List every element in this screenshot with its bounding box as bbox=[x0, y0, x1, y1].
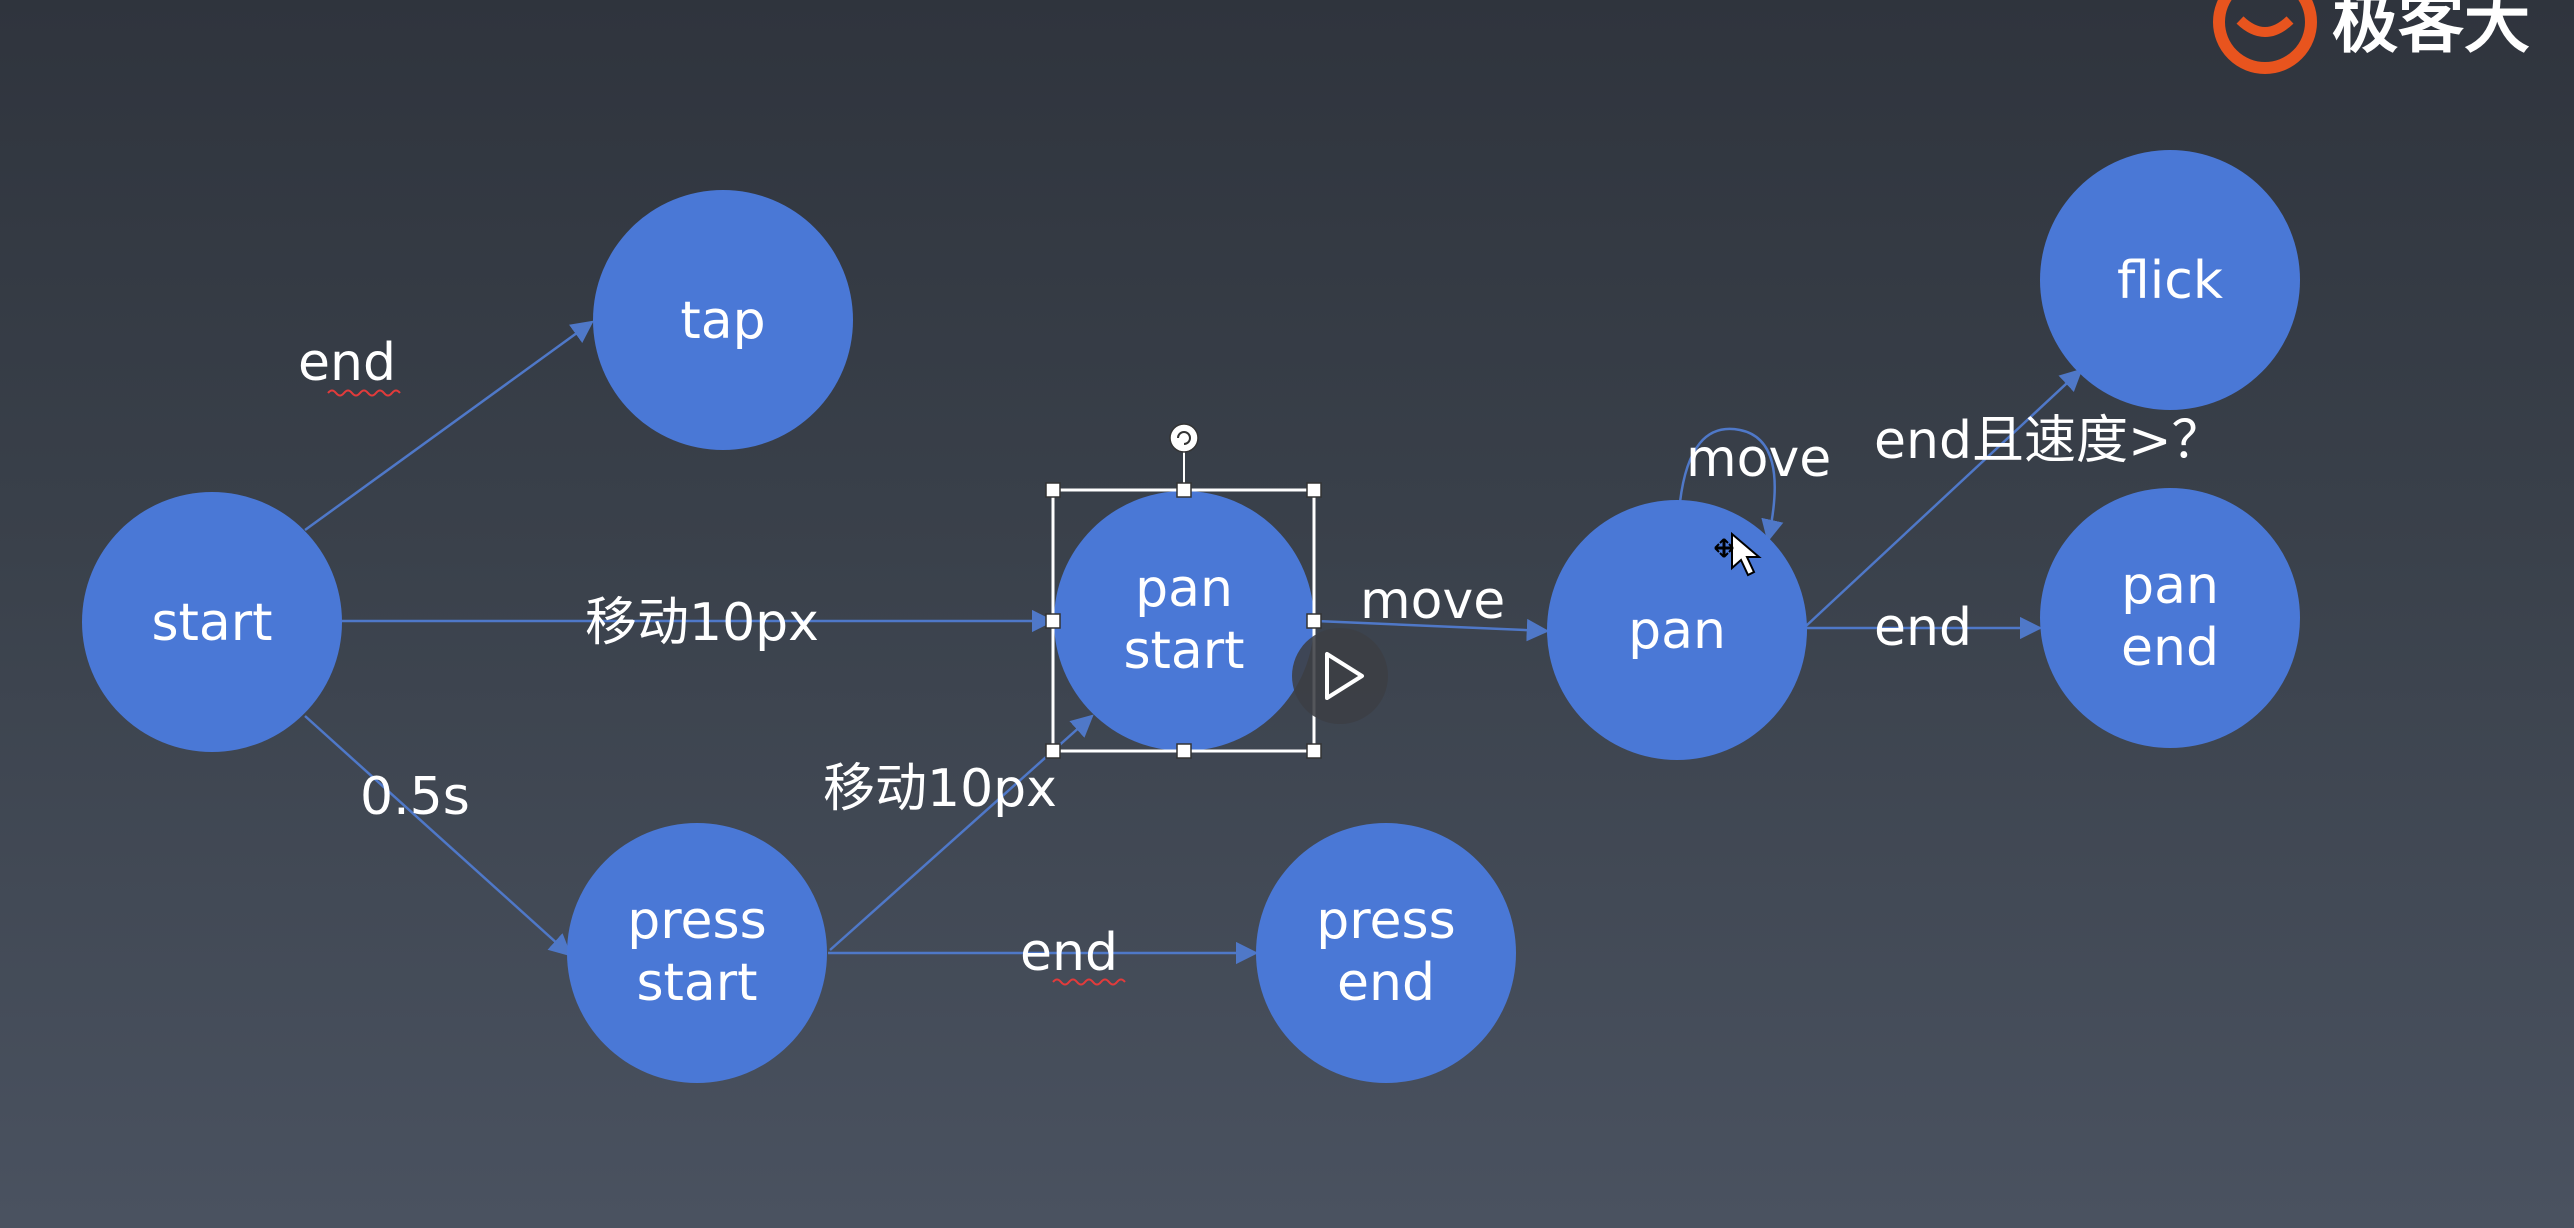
node-label-flick: flick bbox=[2117, 251, 2223, 311]
node-press-start: press start bbox=[567, 823, 827, 1083]
node-label-press-start-line1: press bbox=[627, 891, 766, 951]
resize-handle-nw[interactable] bbox=[1045, 482, 1061, 498]
edge-label-start-pressstart: 0.5s bbox=[360, 767, 470, 827]
edge-pan-self bbox=[1678, 427, 1784, 543]
edge-panstart-pan bbox=[1315, 618, 1550, 642]
edge-pan-flick bbox=[1805, 368, 2083, 627]
edge-label-pan-panend: end bbox=[1874, 598, 1972, 658]
node-label-press-start-line2: start bbox=[636, 953, 757, 1013]
node-press-end: press end bbox=[1256, 823, 1516, 1083]
edge-label-start-tap: end bbox=[298, 333, 396, 393]
edge-label-pan-flick: end且速度>？ bbox=[1874, 411, 2224, 471]
node-label-pan: pan bbox=[1628, 601, 1726, 661]
node-label-press-end-line1: press bbox=[1316, 891, 1455, 951]
spellcheck-underline bbox=[327, 389, 401, 397]
resize-handle-sw[interactable] bbox=[1045, 743, 1061, 759]
node-label-pan-end-line2: end bbox=[2121, 618, 2219, 678]
node-label-start: start bbox=[151, 593, 272, 653]
spellcheck-underline bbox=[1052, 978, 1126, 986]
node-pan-start[interactable]: pan start bbox=[1054, 491, 1314, 751]
node-pan: pan bbox=[1547, 500, 1807, 760]
selection-box[interactable] bbox=[1045, 423, 1322, 759]
resize-handle-e[interactable] bbox=[1306, 613, 1322, 629]
node-start: start bbox=[82, 492, 342, 752]
node-flick: flick bbox=[2040, 150, 2300, 410]
node-label-pan-start-line1: pan bbox=[1135, 559, 1233, 619]
edge-start-pressstart bbox=[304, 715, 572, 957]
resize-handle-se[interactable] bbox=[1306, 743, 1322, 759]
node-pan-end: pan end bbox=[2040, 488, 2300, 748]
edge-label-pan-self: move bbox=[1686, 429, 1831, 489]
logo-text: 极客大 bbox=[2332, 0, 2530, 62]
resize-handle-ne[interactable] bbox=[1306, 482, 1322, 498]
edge-label-pressstart-panstart: 移动10px bbox=[823, 759, 1057, 819]
edge-start-tap bbox=[304, 320, 594, 532]
resize-handle-s[interactable] bbox=[1176, 743, 1192, 759]
move-cursor-icon bbox=[1714, 531, 1762, 577]
node-label-pan-end-line1: pan bbox=[2121, 556, 2219, 616]
play-icon[interactable] bbox=[1292, 628, 1388, 724]
node-label-pan-start-line2: start bbox=[1123, 621, 1244, 681]
resize-handle-n[interactable] bbox=[1176, 482, 1192, 498]
edge-label-start-panstart: 移动10px bbox=[585, 593, 819, 653]
rotate-handle-icon[interactable] bbox=[1169, 423, 1199, 453]
edge-label-pressstart-pressend: end bbox=[1020, 923, 1118, 983]
resize-handle-w[interactable] bbox=[1045, 613, 1061, 629]
logo-icon bbox=[2213, 0, 2317, 74]
node-label-press-end-line2: end bbox=[1337, 953, 1435, 1013]
edge-label-panstart-pan: move bbox=[1360, 571, 1505, 631]
node-label-tap: tap bbox=[680, 291, 765, 351]
node-tap: tap bbox=[593, 190, 853, 450]
logo: 极客大 bbox=[2213, 0, 2530, 74]
